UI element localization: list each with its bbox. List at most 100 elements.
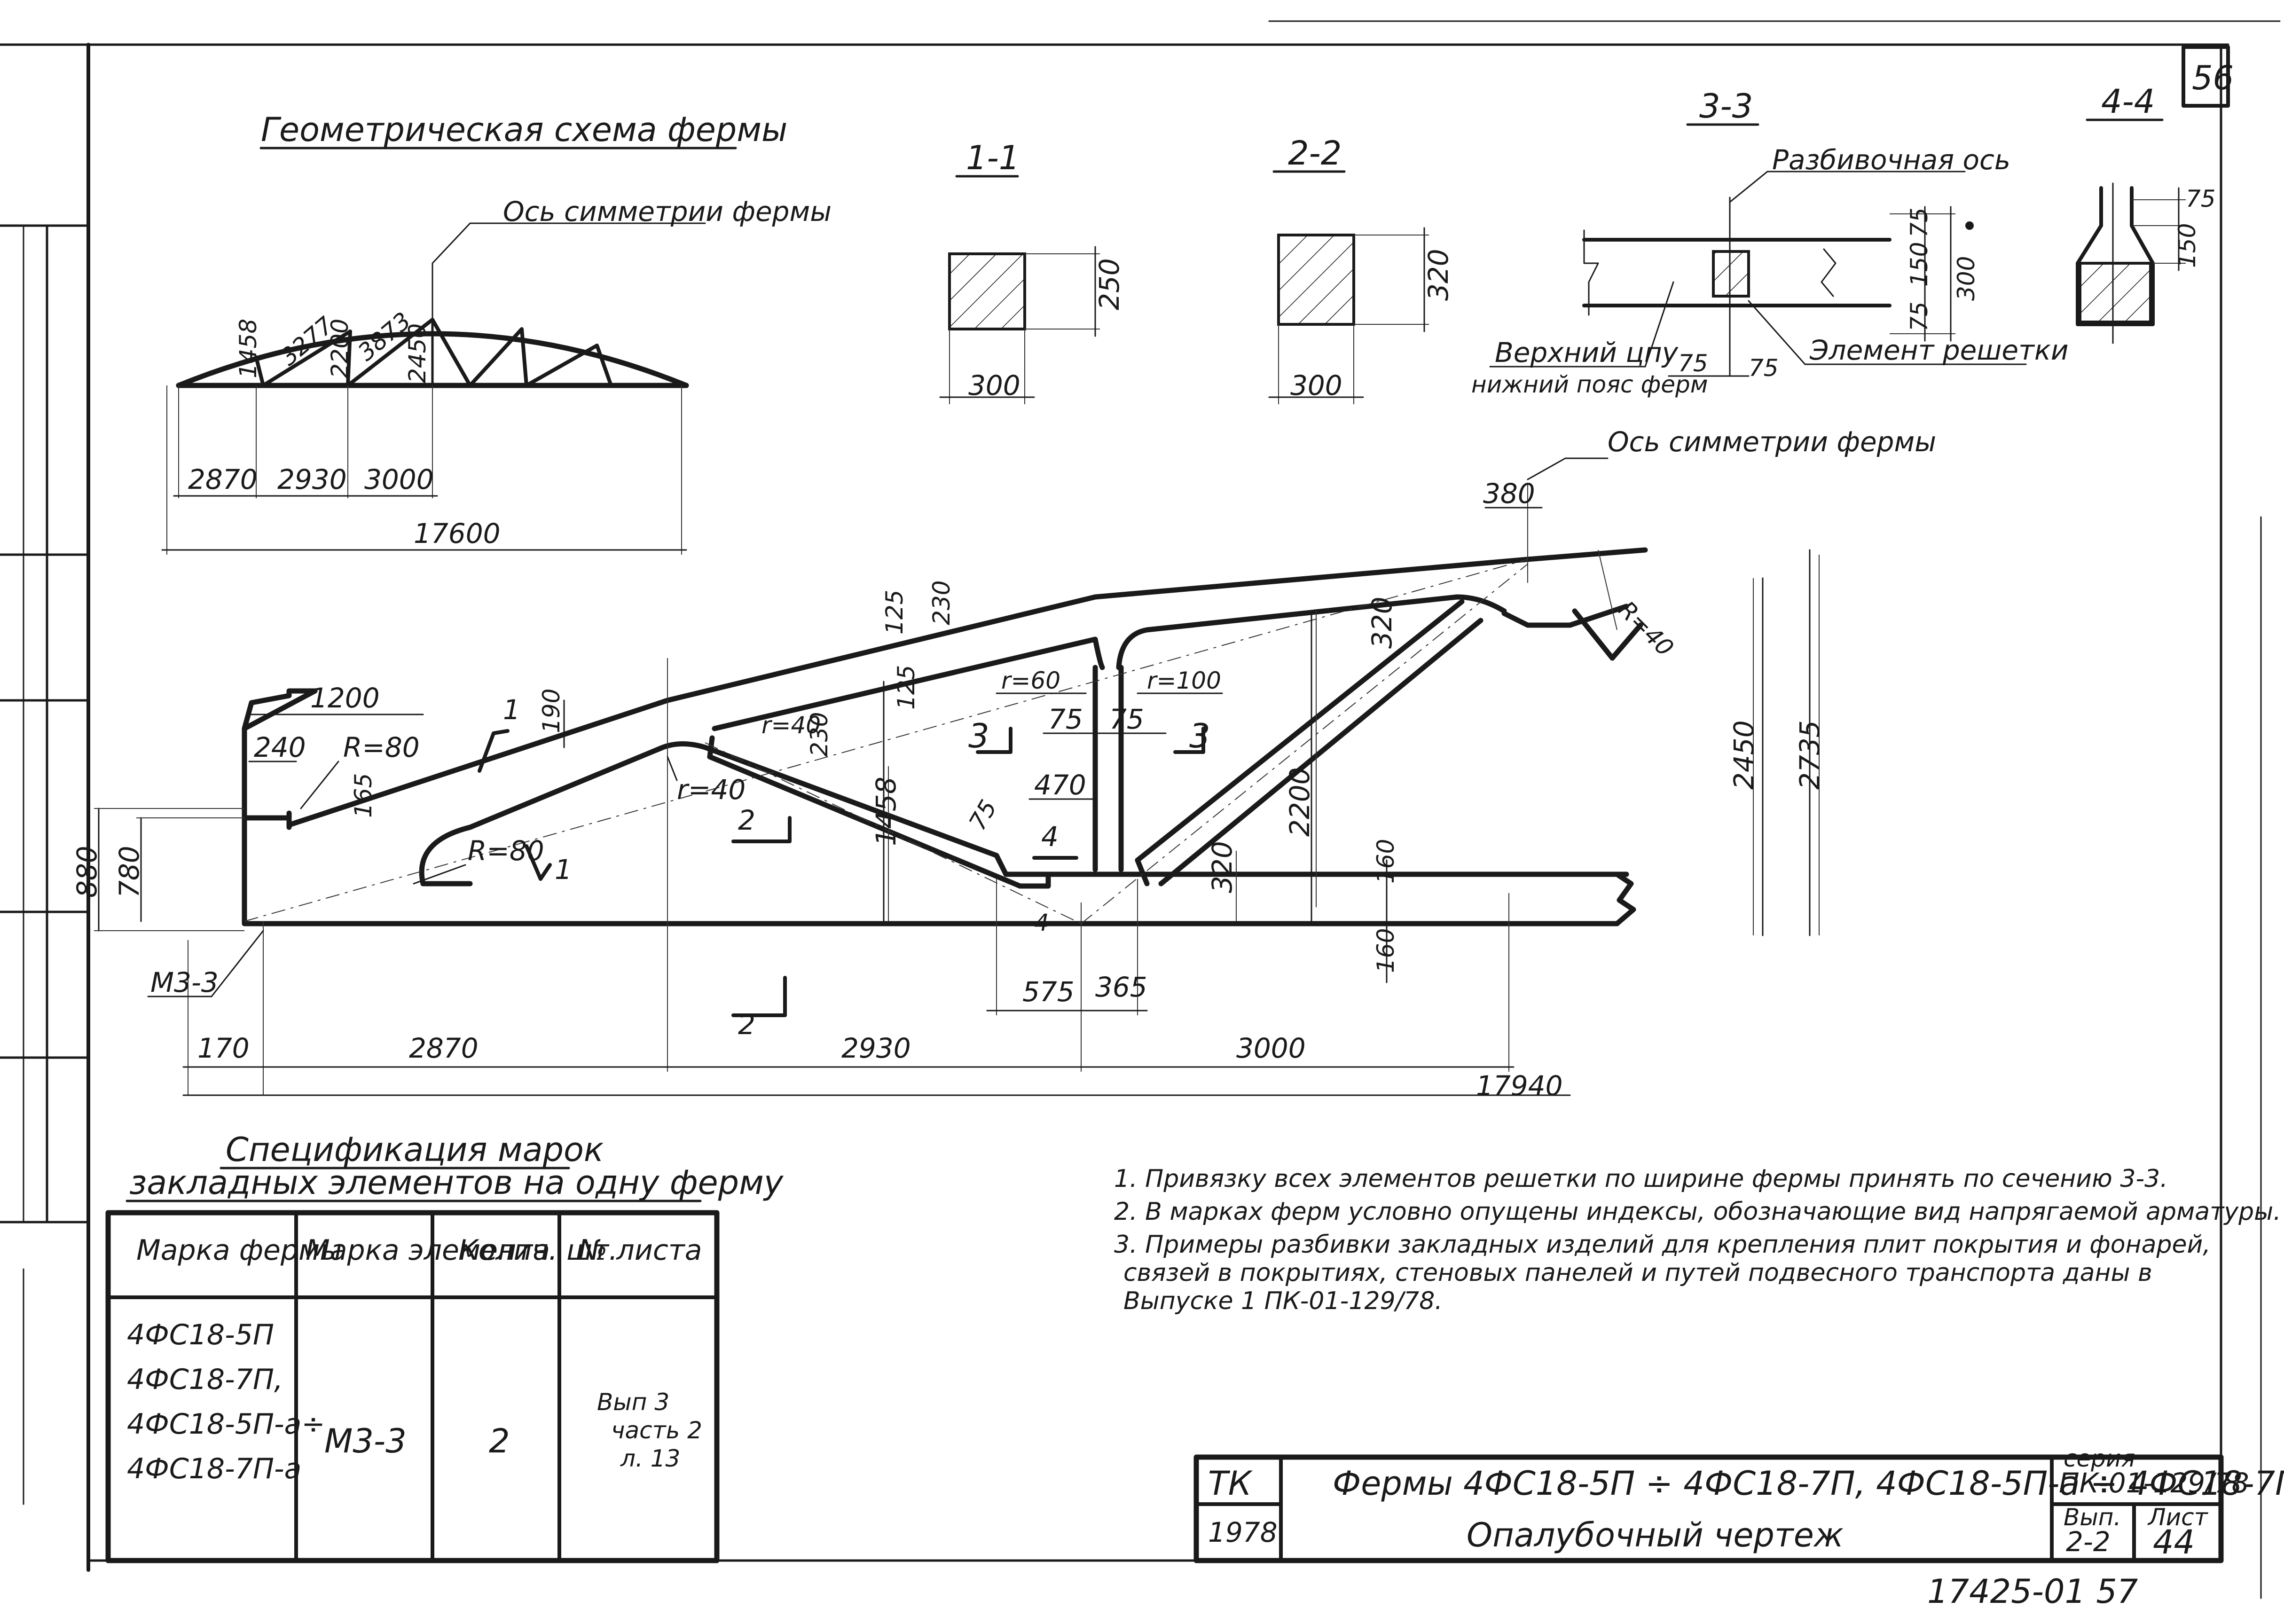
truss-dim-320-top: 320 [1366,596,1398,649]
truss-dim-4: 4 [1034,909,1049,936]
section-3-3-dim-150: 150 [1906,242,1933,287]
truss-dim-2450: 2450 [1728,720,1760,790]
section-mark-3: 3 3 [968,717,1210,755]
truss-dim-380: 380 [1483,478,1535,510]
title-block-series: ПК-01-129/78 [2059,1467,2249,1499]
truss-dim-75-left: 75 [1048,703,1083,735]
truss-dim-125-node: 125 [893,665,920,710]
spec-truss-mark-2: 4ФС18-7П, [127,1363,283,1396]
truss-dim-1458: 1458 [870,777,902,846]
spec-header-quantity: Колич. шт. [458,1234,618,1267]
scheme-member-1458: 1458 [235,319,262,378]
truss-dim-75-right: 75 [1109,703,1144,735]
truss-dim-880: 880 [71,846,103,898]
scheme-member-2200: 2200 [326,319,353,378]
section-mark-4-label: 4 [1041,821,1059,853]
section-mark-2-bottom: 2 [738,1009,755,1041]
truss-radius-40-node: r=40 [761,712,821,739]
scheme-axis-label-text: Ось симметрии фермы [503,196,832,228]
spec-header-element-mark: Марка элемента [306,1234,550,1267]
truss-dim-470: 470 [1034,769,1086,801]
truss-elevation: 380 Ось симметрии фермы 1200 240 R=80 16… [71,426,1936,1102]
section-1-1-title: 1-1 [966,139,1020,177]
section-2-2-title: 2-2 [1288,134,1342,173]
truss-dim-165: 165 [350,773,377,818]
truss-dim-3000: 3000 [1236,1032,1306,1064]
truss-dim-575: 575 [1022,976,1075,1008]
notes: 1. Привязку всех элементов решетки по ши… [1114,1165,2281,1315]
spec-sheet-ref-3: л. 13 [620,1445,680,1472]
scheme-member-2450: 2450 [404,323,431,383]
title-block-sheet-label: Лист [2147,1504,2209,1531]
specification-table: Спецификация марок закладных элементов н… [105,1130,784,1563]
truss-dim-2200: 2200 [1284,767,1316,837]
sheet-number-box: 56 [2182,45,2234,108]
geometric-scheme-title: Геометрическая схема фермы [261,110,787,149]
section-3-3-dim-75-left: 75 [1678,350,1708,377]
section-3-3-dim-300: 300 [1953,256,1980,301]
section-mark-3-right: 3 [1189,717,1210,755]
truss-dim-2870: 2870 [409,1032,479,1064]
section-3-3-title: 3-3 [1699,87,1753,126]
truss-embedded-mark-label: М3-3 [150,966,219,998]
truss-dim-240: 240 [254,731,306,763]
truss-dim-160-top: 160 [1372,839,1399,884]
title-block-sheet: 44 [2153,1523,2195,1561]
truss-radius-40-left: r=40 [677,774,746,806]
scheme-dim-3000: 3000 [364,463,434,495]
section-1-1-width: 300 [968,369,1020,401]
scheme-dim-2930: 2930 [277,463,347,495]
section-mark-2-top: 2 [738,804,755,836]
truss-dim-2930: 2930 [841,1032,911,1064]
truss-symmetry-axis-label: Ось симметрии фермы [1608,426,1936,458]
spec-header-truss-mark: Марка фермы [136,1234,342,1267]
section-3-3-chord-label-upper: Верхний цпу [1495,337,1679,369]
truss-dim-320-left: 320 [1206,841,1238,893]
scheme-symmetry-axis-label: Ось симметрии фермы [503,196,832,228]
spec-truss-mark-3: 4ФС18-5П-а÷ [127,1408,325,1441]
truss-dim-125-top: 125 [881,590,908,635]
section-mark-4: 4 [1032,821,1078,860]
title-block-org: ТК [1208,1464,1253,1503]
title-block: ТК 1978 Фермы 4ФС18-5П ÷ 4ФС18-7П, 4ФС18… [1193,1445,2284,1563]
section-mark-1-bottom: 1 [555,854,572,886]
truss-radius-100: r=100 [1147,667,1221,694]
spec-header-sheet: № листа [577,1234,702,1267]
title-block-subtitle: Опалубочный чертеж [1467,1516,1844,1554]
truss-dim-75-diag: 75 [964,795,1002,835]
truss-dim-160-bottom: 160 [1372,928,1399,973]
section-2-2-height: 320 [1422,249,1454,301]
spec-sheet-ref-1: Вып 3 [597,1389,669,1416]
section-1-1: 1-1 300 250 [939,139,1125,404]
section-3-3-lattice-label: Элемент решетки [1809,334,2069,366]
section-3-3-dim-75-right: 75 [1749,354,1779,382]
truss-dim-17940: 17940 [1476,1070,1563,1102]
scheme-dim-span: 17600 [414,518,501,549]
title-block-issue: 2-2 [2066,1526,2111,1558]
sheet-number: 56 [2192,59,2234,97]
section-mark-2: 2 2 [731,804,792,1041]
truss-dim-1200: 1200 [310,682,380,714]
note-1: 1. Привязку всех элементов решетки по ши… [1114,1165,2168,1193]
truss-dim-230-node: 230 [806,712,833,757]
section-1-1-height: 250 [1093,258,1125,310]
truss-dim-230-top: 230 [928,581,955,625]
section-mark-3-left: 3 [968,717,989,755]
truss-radius-60: r=60 [1001,667,1060,694]
truss-dim-780: 780 [113,846,145,898]
section-2-2-width: 300 [1290,369,1342,401]
section-3-3-layout-axis: Разбивочная ось [1772,144,2010,176]
note-2: 2. В марках ферм условно опущены индексы… [1114,1198,2281,1226]
title-block-title: Фермы 4ФС18-5П ÷ 4ФС18-7П, 4ФС18-5П-а ÷ … [1333,1464,2284,1503]
section-3-3-chord-label-lower: нижний пояс ферм [1471,371,1708,398]
note-3-end: Выпуске 1 ПК-01-129/78. [1123,1287,1443,1315]
scheme-dim-2870: 2870 [188,463,258,495]
section-2-2: 2-2 300 320 [1268,134,1454,404]
geometric-scheme: Геометрическая схема фермы Ось симметрии… [161,110,832,555]
spec-title-line1: Спецификация марок [226,1130,604,1169]
spec-sheet-ref-2: часть 2 [611,1417,702,1444]
section-4-4-dim-75: 75 [2186,185,2216,212]
section-3-3-dim-75-bot: 75 [1906,301,1933,331]
section-mark-1-top: 1 [503,694,520,726]
